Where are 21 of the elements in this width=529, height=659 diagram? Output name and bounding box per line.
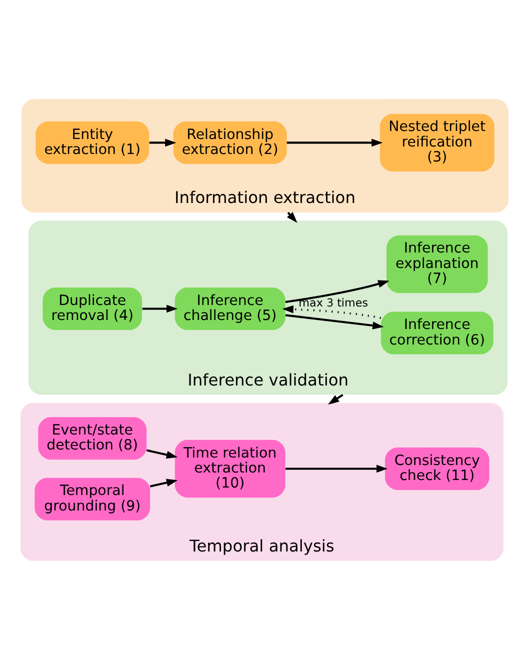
arrow <box>142 304 178 312</box>
arrow <box>150 478 178 487</box>
node-box: Consistency check (11) <box>384 446 490 490</box>
node-box: Event/state detection (8) <box>38 416 147 460</box>
node-box: Entity extraction (1) <box>36 120 150 164</box>
arrow <box>149 138 176 146</box>
node-box: Temporal grounding (9) <box>34 477 150 520</box>
arrow <box>285 280 390 302</box>
arrow <box>146 448 178 458</box>
node-box: Duplicate removal (4) <box>42 286 142 330</box>
node-box: Relationship extraction (2) <box>173 120 287 164</box>
arrow <box>285 314 384 329</box>
node-box: Inference correction (6) <box>380 311 494 354</box>
node-box: Inference challenge (5) <box>174 286 286 330</box>
edge-label: max 3 times <box>298 296 368 310</box>
arrow <box>286 138 383 146</box>
arrow <box>282 304 382 318</box>
node-box: Inference explanation (7) <box>386 234 488 293</box>
node-box: Nested triplet reification (3) <box>380 113 494 172</box>
arrow <box>286 464 388 472</box>
node-box: Time relation extraction (10) <box>174 439 286 498</box>
